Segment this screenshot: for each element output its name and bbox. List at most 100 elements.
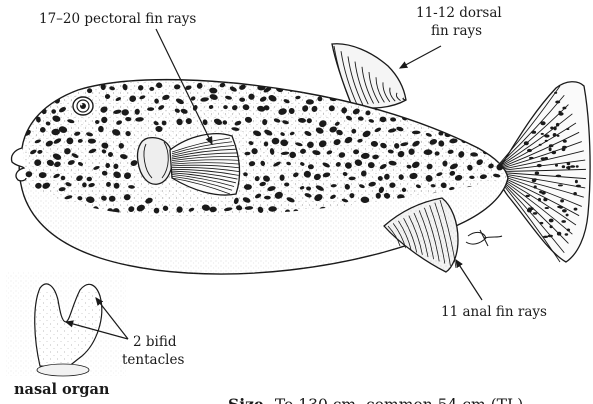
body-spot	[453, 120, 460, 127]
body-spot	[437, 84, 445, 91]
caudal-spot	[534, 185, 537, 188]
caudal-spot	[566, 128, 569, 130]
dorsal-arrow	[400, 46, 441, 68]
body-spot	[498, 86, 505, 93]
nasal-base	[37, 364, 89, 376]
body-spot	[494, 127, 503, 135]
caudal-spot	[562, 209, 567, 212]
caudal-spot	[541, 157, 546, 160]
caudal-spot	[562, 148, 566, 151]
caudal-spot	[567, 162, 571, 165]
caudal-spot	[560, 199, 564, 202]
body-spot	[448, 84, 458, 92]
body-spot	[446, 108, 451, 112]
caudal-spot	[528, 207, 532, 209]
caudal-spot	[543, 198, 547, 201]
body-spot	[476, 140, 482, 144]
caudal-spot	[543, 236, 548, 238]
body-spot	[449, 95, 455, 100]
size-note-label: Size	[228, 395, 264, 404]
caudal-spot	[555, 101, 560, 104]
caudal-spot	[562, 107, 566, 110]
caudal-spot	[566, 166, 569, 169]
body-spot	[501, 117, 508, 124]
caudal-spot	[541, 191, 546, 195]
body-spot	[437, 95, 445, 103]
caudal-spot	[545, 207, 549, 209]
caudal-spot	[544, 134, 549, 137]
body-spot	[494, 149, 502, 155]
caudal-spot	[540, 222, 544, 224]
body-spot	[424, 94, 430, 100]
pectoral-fin-rays-label: 17–20 pectoral fin rays	[39, 11, 196, 27]
caudal-fin	[498, 82, 590, 262]
caudal-spot	[526, 195, 530, 197]
nasal-organ-caption: nasal organ	[14, 381, 110, 398]
caudal-spot	[549, 144, 554, 147]
caudal-spot	[550, 127, 553, 130]
body-spot	[114, 183, 120, 189]
artist-signature	[466, 230, 502, 246]
caudal-spot	[548, 235, 553, 238]
body-spot	[498, 103, 505, 110]
caudal-spot	[565, 233, 569, 235]
caudal-spot	[557, 232, 561, 236]
body-spot	[435, 108, 440, 115]
caudal-spot	[529, 157, 534, 159]
body-spot	[458, 104, 467, 112]
body-spot	[484, 127, 493, 134]
caudal-spot	[570, 165, 575, 168]
anal-fin-rays-label: 11 anal fin rays	[441, 304, 547, 320]
body-spot	[461, 120, 467, 126]
body-spot	[485, 140, 494, 148]
caudal-spot	[573, 192, 577, 195]
dorsal-fin-rays-label-line2: fin rays	[431, 23, 482, 39]
caudal-spot	[537, 164, 542, 167]
body-spot	[472, 126, 479, 133]
body-spot	[408, 105, 415, 110]
caudal-spot	[556, 123, 559, 127]
body-spot	[376, 193, 381, 199]
body-spot	[284, 183, 289, 187]
dorsal-fin	[332, 44, 406, 108]
caudal-spot	[557, 135, 560, 137]
caudal-spot	[531, 131, 536, 134]
body-spot	[419, 107, 428, 114]
body-spot	[457, 82, 466, 88]
body-spot	[429, 116, 440, 125]
size-note: Size To 130 cm, common 54 cm (TL)	[228, 395, 523, 404]
body-spot	[422, 87, 431, 95]
body-spot	[499, 142, 505, 147]
anal-label-group: 11 anal fin rays	[441, 260, 547, 320]
body-spot	[280, 175, 285, 181]
body-spot	[30, 96, 37, 102]
caudal-spot	[555, 164, 558, 167]
body-spot	[488, 119, 493, 123]
body-spot	[497, 204, 506, 210]
caudal-spot	[561, 220, 566, 223]
caudal-spot	[558, 184, 563, 186]
body-spot	[419, 96, 425, 103]
caudal-spot	[576, 165, 579, 167]
caudal-spot	[545, 140, 548, 142]
body-spot	[469, 87, 477, 92]
caudal-spot	[552, 151, 557, 155]
caudal-spot	[524, 141, 529, 145]
body-spot	[29, 104, 37, 111]
nasal-organ-inset: 2 bifid tentacles nasal organ	[6, 272, 184, 398]
body-spot	[38, 82, 47, 88]
bifid-label-line1: 2 bifid	[133, 334, 177, 350]
dorsal-fin-rays-label-line1: 11-12 dorsal	[416, 5, 502, 21]
caudal-spot	[576, 185, 581, 188]
body-spot	[473, 116, 484, 126]
body-spot	[49, 88, 56, 91]
caudal-spot	[562, 165, 565, 168]
body-spot	[501, 95, 508, 100]
body-spot	[109, 196, 116, 202]
body-spot	[483, 106, 492, 113]
caudal-spot	[554, 126, 557, 130]
body-spot	[460, 130, 468, 136]
caudal-spot	[541, 133, 544, 135]
caudal-spot	[532, 179, 537, 183]
